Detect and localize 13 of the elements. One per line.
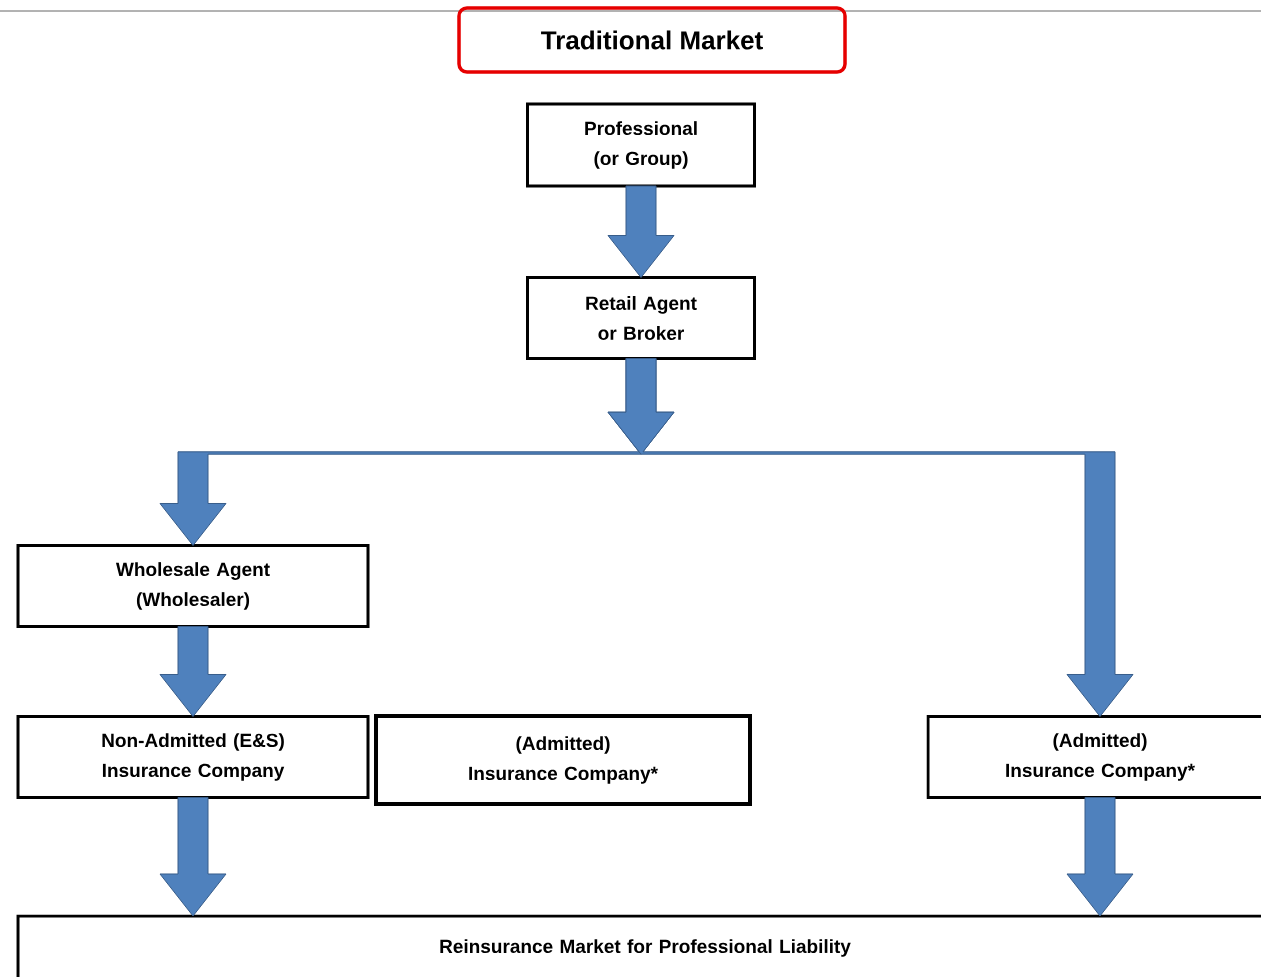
flow-box: Professional (or Group) <box>526 102 756 188</box>
block-arrow <box>607 185 675 278</box>
flow-box: Reinsurance Market for Professional Liability <box>16 914 1261 977</box>
flow-box: Retail Agent or Broker <box>526 276 756 360</box>
block-arrow <box>1066 797 1134 917</box>
block-arrow <box>159 626 227 717</box>
flow-box: Non-Admitted (E&S) Insurance Company <box>16 715 370 799</box>
flow-box: (Admitted) Insurance Company* <box>926 715 1261 799</box>
block-arrow <box>159 797 227 917</box>
title: Traditional Market <box>457 6 847 74</box>
flow-box: (Admitted) Insurance Company* <box>374 714 752 806</box>
block-arrow <box>607 358 1134 717</box>
flow-box: Wholesale Agent (Wholesaler) <box>16 544 370 628</box>
